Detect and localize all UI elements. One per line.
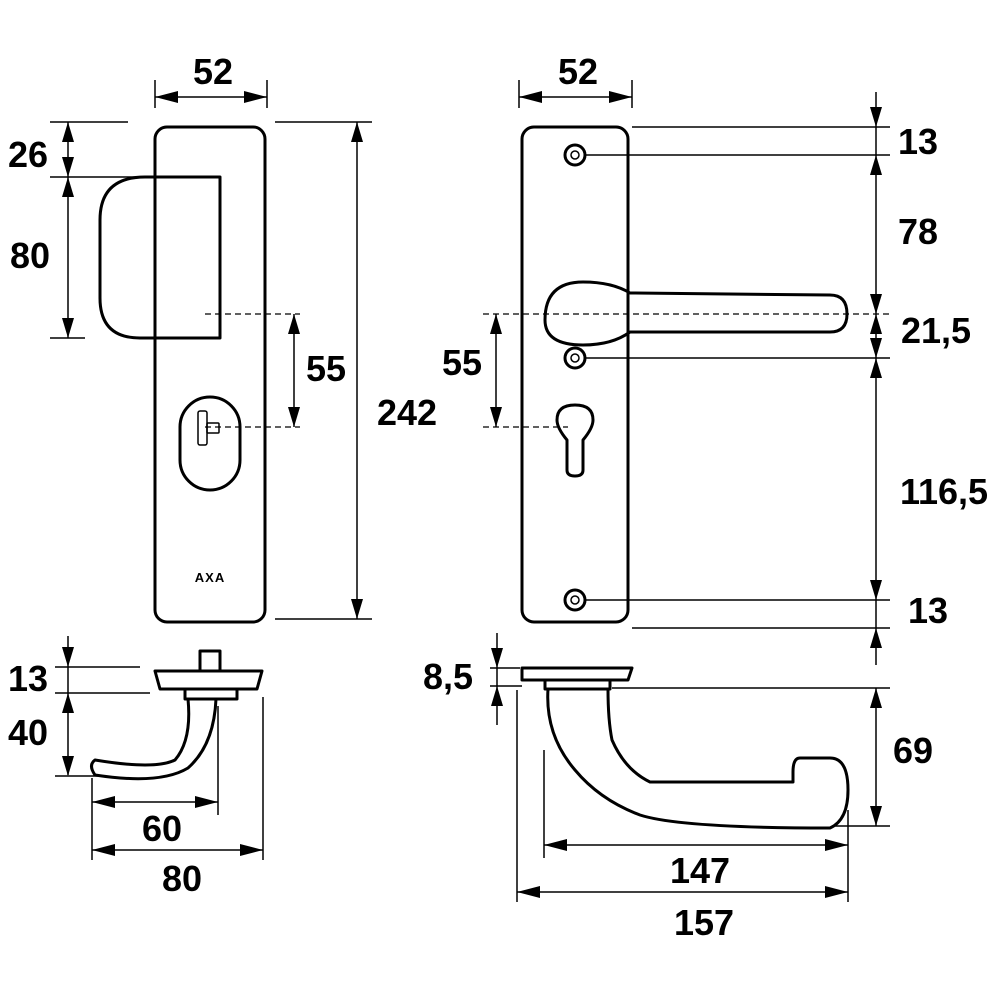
top-screw-hole <box>563 143 587 167</box>
left-width-dimension: 52 <box>154 51 268 108</box>
left-handle-horizontal-dimensions: 60 80 <box>91 697 264 899</box>
right-handle-side-view <box>520 666 850 830</box>
svg-text:21,5: 21,5 <box>901 310 971 351</box>
brand-logo: AXA <box>195 570 225 585</box>
svg-text:78: 78 <box>898 211 938 252</box>
left-spindle-cylinder-dimension: 55 <box>205 313 346 428</box>
left-security-plate-view: AXA 52 26 80 <box>8 51 437 899</box>
svg-text:52: 52 <box>558 51 598 92</box>
right-lever-plate-view: 52 13 78 21,5 116,5 13 <box>423 51 988 943</box>
svg-text:242: 242 <box>377 392 437 433</box>
right-spindle-keyhole-dimension: 55 <box>442 314 568 428</box>
right-handle-vertical-dimensions: 8,5 69 <box>423 633 933 827</box>
svg-text:116,5: 116,5 <box>900 471 988 512</box>
svg-text:40: 40 <box>8 712 48 753</box>
left-handle-side-view <box>90 649 264 781</box>
svg-text:8,5: 8,5 <box>423 656 473 697</box>
svg-text:60: 60 <box>142 808 182 849</box>
svg-text:80: 80 <box>162 858 202 899</box>
svg-text:26: 26 <box>8 134 48 175</box>
bottom-screw-hole <box>563 588 587 612</box>
svg-text:80: 80 <box>10 235 50 276</box>
svg-text:55: 55 <box>442 342 482 383</box>
left-handle-vertical-dimensions: 13 40 <box>8 636 150 777</box>
svg-text:157: 157 <box>674 902 734 943</box>
svg-text:69: 69 <box>893 730 933 771</box>
cylinder-with-turn-knob <box>178 395 242 492</box>
left-cover-dimensions: 26 80 <box>8 121 150 339</box>
left-back-plate <box>153 125 267 624</box>
svg-text:13: 13 <box>908 590 948 631</box>
middle-screw-hole <box>563 346 587 370</box>
left-plate-height-dimension: 242 <box>275 121 437 620</box>
svg-text:13: 13 <box>898 121 938 162</box>
svg-text:55: 55 <box>306 348 346 389</box>
right-back-plate <box>520 125 630 624</box>
svg-text:52: 52 <box>193 51 233 92</box>
keyhole <box>555 403 595 478</box>
svg-text:147: 147 <box>670 850 730 891</box>
right-vertical-dimension-chain: 13 78 21,5 116,5 13 <box>483 92 988 665</box>
right-handle-horizontal-dimensions: 147 157 <box>516 690 849 943</box>
cylinder-cover-cap <box>98 175 222 340</box>
right-width-dimension: 52 <box>518 51 633 108</box>
svg-text:13: 13 <box>8 658 48 699</box>
